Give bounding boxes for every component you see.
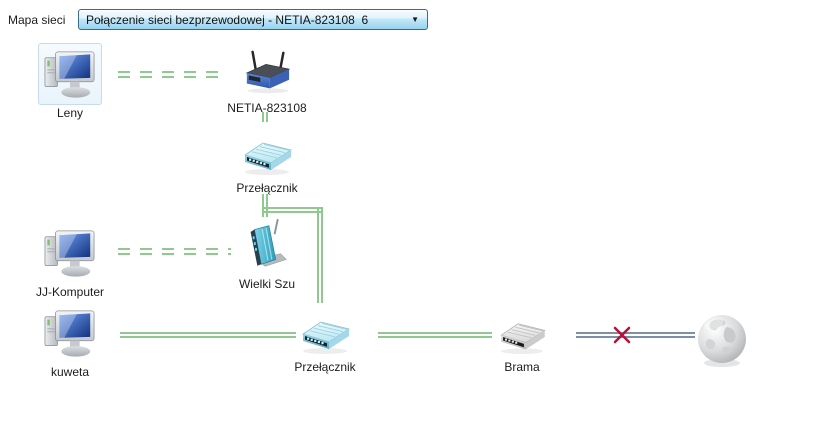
node-kuweta[interactable]: kuweta (5, 302, 135, 379)
node-wielki-szu[interactable]: Wielki Szu (202, 214, 332, 291)
page-title: Mapa sieci (8, 13, 66, 27)
wired-link-switch-branch-horizontal (262, 207, 323, 213)
wired-link-netia-switch (262, 112, 268, 122)
wired-link-switch-brama (378, 332, 492, 338)
internet-globe-icon (694, 311, 750, 369)
node-switch-top[interactable]: Przełącznik (202, 134, 332, 195)
access-point-icon (241, 217, 293, 273)
network-selector-dropdown[interactable]: Połączenie sieci bezprzewodowej - NETIA-… (78, 9, 428, 30)
node-label-kuweta: kuweta (50, 365, 90, 379)
connection-error-x-icon (613, 326, 631, 344)
wireless-link-jj-wielkiszu (118, 248, 231, 255)
network-selector-value: Połączenie sieci bezprzewodowej - NETIA-… (86, 13, 369, 27)
node-label-switch-bottom: Przełącznik (294, 360, 356, 374)
node-leny[interactable]: Leny (5, 43, 135, 120)
node-netia[interactable]: NETIA-823108 (202, 44, 332, 115)
computer-icon (43, 50, 97, 102)
node-internet[interactable] (657, 306, 787, 374)
computer-icon (43, 309, 97, 361)
wireless-link-leny-netia (118, 71, 222, 78)
switch-icon (239, 139, 295, 177)
node-label-wielki-szu: Wielki Szu (238, 277, 295, 291)
gateway-icon (495, 320, 549, 356)
node-label-brama: Brama (504, 360, 540, 374)
node-label-switch-top: Przełącznik (236, 181, 298, 195)
switch-icon (297, 318, 353, 356)
node-label-jj-komputer: JJ-Komputer (35, 285, 105, 299)
blocked-link-brama-internet (576, 332, 695, 338)
computer-icon (43, 229, 97, 281)
chevron-down-icon: ▼ (411, 15, 419, 24)
node-switch-bottom[interactable]: Przełącznik (260, 313, 390, 374)
wired-link-switch-wielkiszu (262, 194, 268, 217)
node-jj-komputer[interactable]: JJ-Komputer (5, 222, 135, 299)
wired-link-kuweta-switch (120, 332, 296, 338)
node-label-netia: NETIA-823108 (227, 101, 307, 115)
node-label-leny: Leny (56, 106, 84, 120)
wired-link-switch-top-bottom (317, 207, 323, 303)
wireless-router-icon (238, 49, 296, 97)
node-brama[interactable]: Brama (457, 315, 587, 374)
